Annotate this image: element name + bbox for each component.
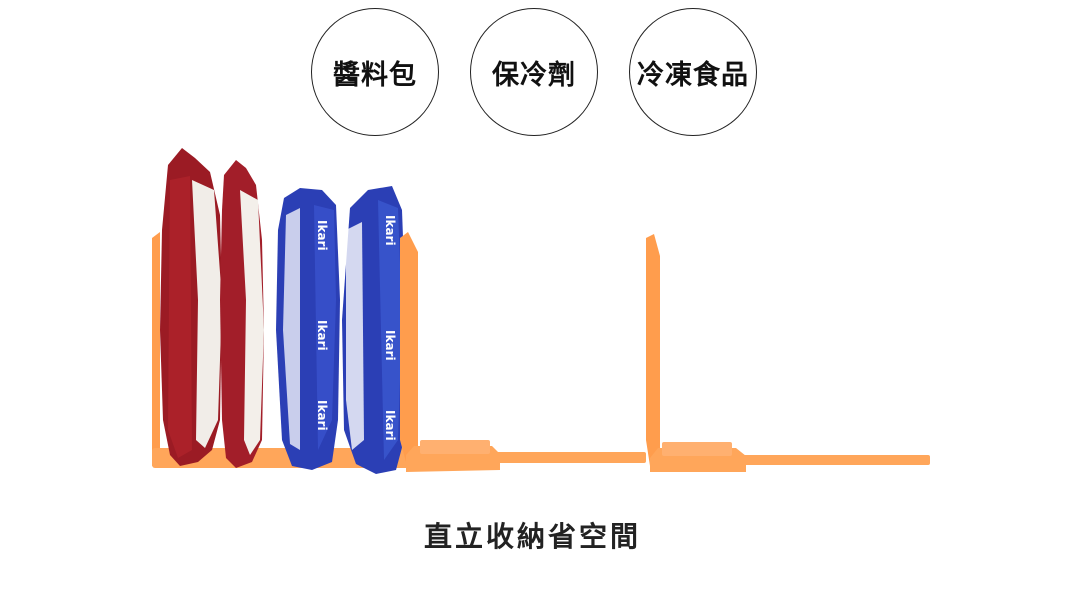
packet-text: Ikari xyxy=(383,330,397,361)
divider-left xyxy=(152,232,410,468)
badge-frozen-food: 冷凍食品 xyxy=(629,8,757,136)
badge-ice-packs: 保冷劑 xyxy=(470,8,598,136)
packet-text: Ikari xyxy=(315,220,329,251)
blue-packet-2: Ikari Ikari Ikari xyxy=(342,186,406,474)
badge-label: 醬料包 xyxy=(333,59,417,91)
divider-middle xyxy=(400,232,646,472)
packet-text: Ikari xyxy=(383,215,397,246)
badge-sauce-packets: 醬料包 xyxy=(311,8,439,136)
caption: 直立收納省空間 xyxy=(423,520,641,553)
badge-label: 冷凍食品 xyxy=(637,59,749,91)
blue-packet-1: Ikari Ikari Ikari xyxy=(276,188,340,470)
red-packet-1 xyxy=(160,148,222,466)
badge-label: 保冷劑 xyxy=(492,59,576,91)
divider-right xyxy=(646,234,930,472)
packet-text: Ikari xyxy=(383,410,397,441)
packet-text: Ikari xyxy=(315,320,329,351)
red-packet-2 xyxy=(220,160,264,468)
packet-text: Ikari xyxy=(315,400,329,431)
